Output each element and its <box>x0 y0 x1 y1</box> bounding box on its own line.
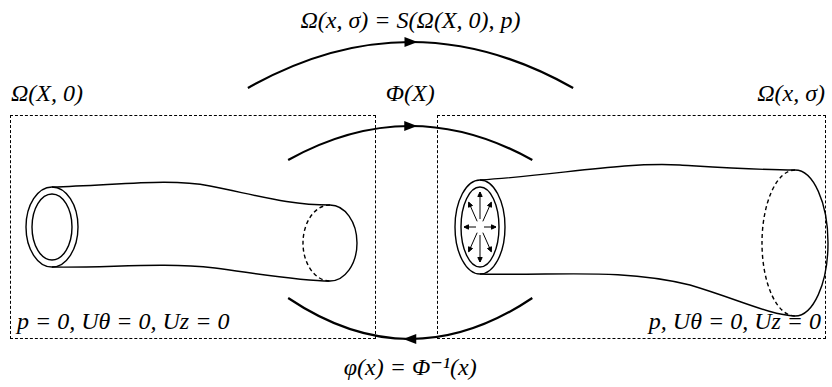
boundary-condition: p, Uθ = 0, Uz = 0 <box>649 308 821 334</box>
mapping-label: Ω(x, σ) = S(Ω(X, 0), p) <box>298 7 524 33</box>
region-box: Ω(X, 0)p = 0, Uθ = 0, Uz = 0 <box>10 115 376 339</box>
mapping-label: Φ(X) <box>383 80 438 106</box>
mapping-arrow <box>288 298 532 344</box>
mapping-label: φ(x) = Φ⁻¹(x) <box>341 354 480 380</box>
region-box: Ω(x, σ)p, Uθ = 0, Uz = 0 <box>437 115 826 339</box>
domain-label: Ω(x, σ) <box>757 80 825 106</box>
boundary-condition: p = 0, Uθ = 0, Uz = 0 <box>17 308 229 334</box>
mapping-arrow <box>288 121 532 160</box>
domain-label: Ω(X, 0) <box>11 80 83 106</box>
